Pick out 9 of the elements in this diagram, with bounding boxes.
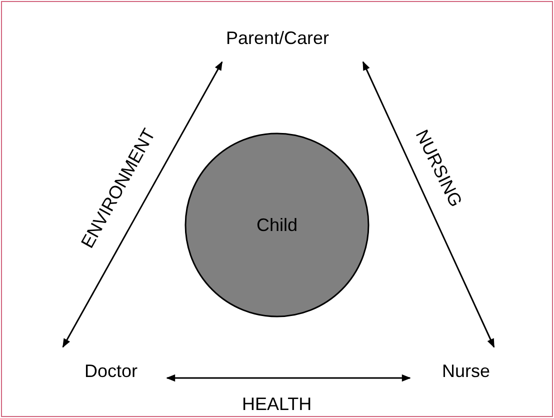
- circle-shape: [184, 132, 370, 318]
- double-arrow: [362, 61, 495, 348]
- edge-label: HEALTH: [242, 394, 312, 414]
- node-label: Parent/Carer: [226, 28, 330, 49]
- node-label: Doctor: [84, 361, 138, 382]
- double-arrow: [166, 374, 411, 382]
- double-arrow: [62, 61, 223, 348]
- node-label: Nurse: [442, 361, 490, 382]
- node-label: Child: [256, 214, 298, 236]
